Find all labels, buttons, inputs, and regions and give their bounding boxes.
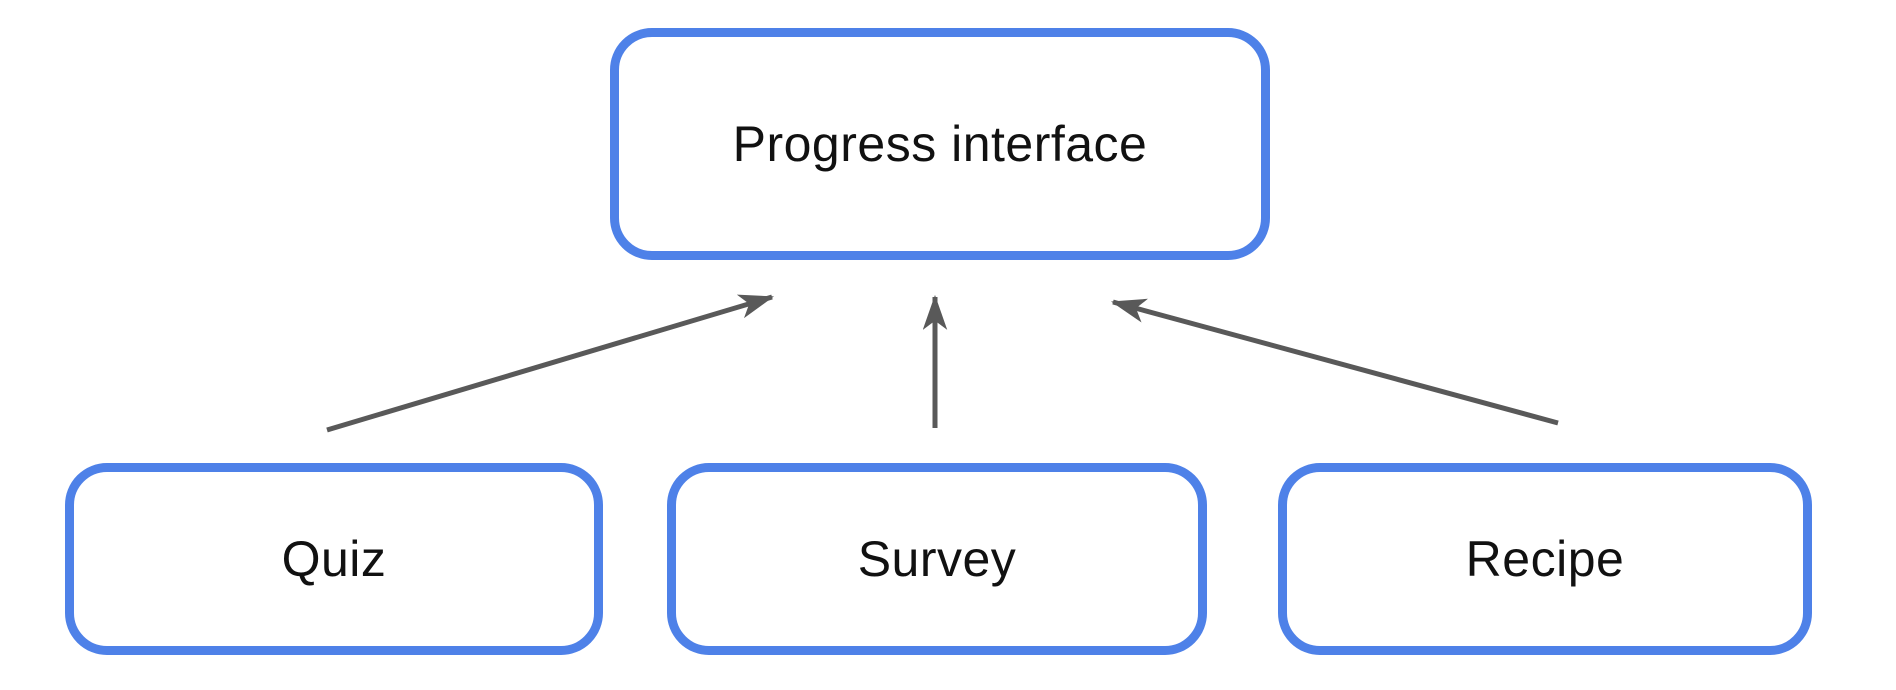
node-recipe-label: Recipe bbox=[1465, 531, 1625, 587]
node-quiz: Quiz bbox=[65, 463, 603, 655]
arrow-recipe-to-progress bbox=[1110, 298, 1559, 426]
node-progress-interface: Progress interface bbox=[610, 28, 1270, 260]
arrow-quiz-to-progress bbox=[326, 294, 775, 433]
node-survey: Survey bbox=[667, 463, 1207, 655]
node-survey-label: Survey bbox=[857, 531, 1017, 587]
node-recipe: Recipe bbox=[1278, 463, 1812, 655]
node-quiz-label: Quiz bbox=[281, 531, 387, 587]
node-progress-interface-label: Progress interface bbox=[732, 116, 1148, 172]
